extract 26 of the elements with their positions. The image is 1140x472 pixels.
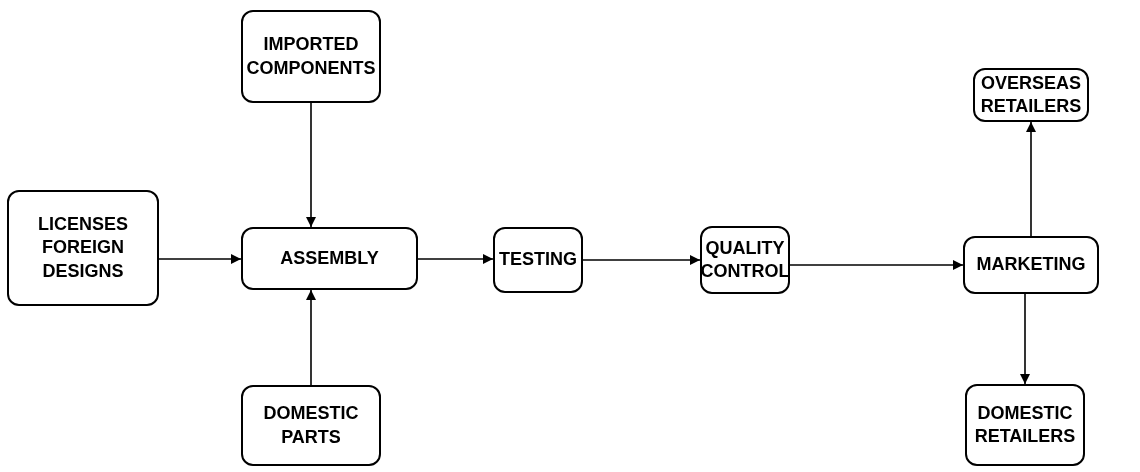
arrow <box>1026 121 1036 237</box>
box-label: OVERSEAS RETAILERS <box>979 71 1083 118</box>
box-label: TESTING <box>499 248 577 272</box>
process-box <box>963 236 1099 294</box>
process-box <box>973 68 1089 122</box>
box-label: DOMESTIC PARTS <box>262 402 360 449</box>
box-label: ASSEMBLY <box>280 246 379 270</box>
box-label: DOMESTIC RETAILERS <box>973 401 1077 448</box>
box-label: IMPORTED COMPONENTS <box>246 33 376 80</box>
process-box <box>7 190 159 306</box>
box-label: QUALITY CONTROL <box>700 236 790 283</box>
arrow <box>1020 293 1030 385</box>
arrow <box>789 260 964 270</box>
process-box <box>241 385 381 466</box>
box-label: LICENSES FOREIGN DESIGNS <box>37 212 129 283</box>
arrow <box>306 102 316 228</box>
process-box <box>241 10 381 103</box>
process-box <box>241 227 418 290</box>
process-box <box>700 226 790 294</box>
arrow <box>158 254 242 264</box>
process-box <box>965 384 1085 466</box>
arrow <box>306 289 316 386</box>
arrow <box>417 254 494 264</box>
process-box <box>493 227 583 293</box>
arrow <box>582 255 701 265</box>
box-label: MARKETING <box>976 253 1086 277</box>
